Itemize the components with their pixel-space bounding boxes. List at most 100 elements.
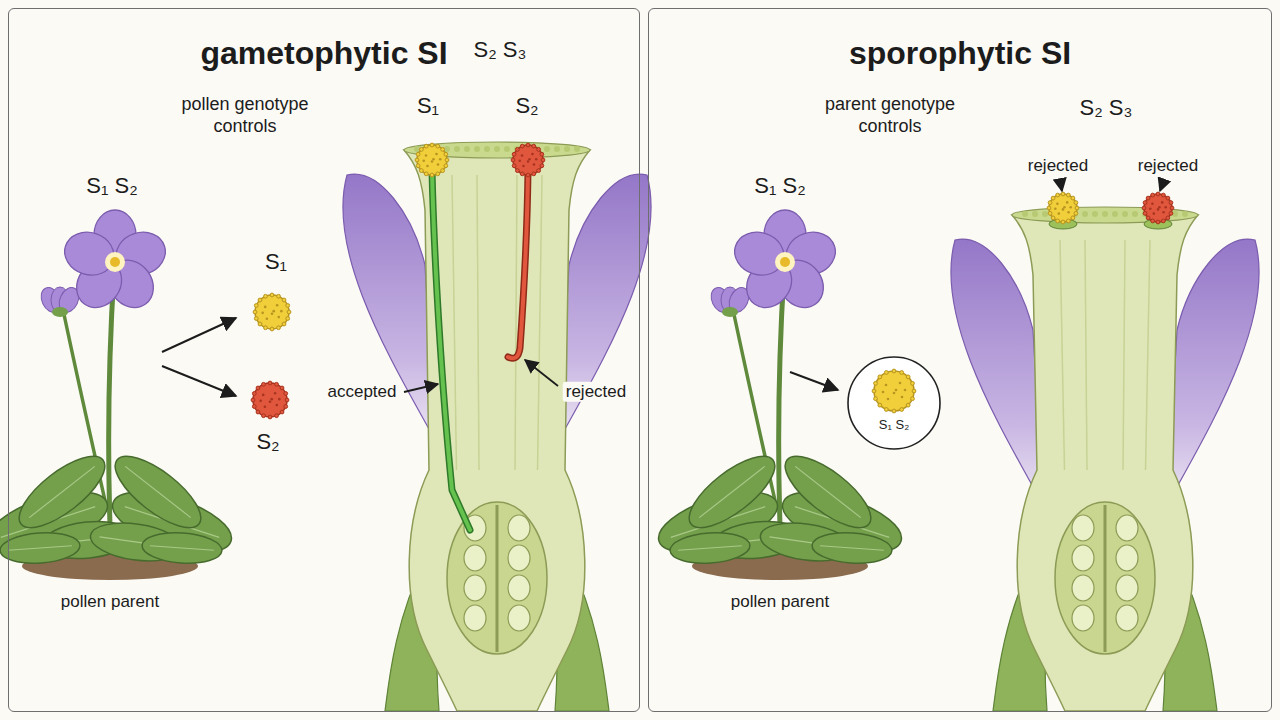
style-tissue-line [1146,240,1151,470]
leaf-vein [150,546,214,550]
pollen-spike [253,310,257,314]
arrow [790,372,838,390]
pollen-dot [1066,201,1069,204]
pollen-dot [432,158,435,161]
pollen-dot [895,389,898,392]
pollen-spike [256,386,260,390]
pollen-spike [1075,206,1079,210]
stigma-papilla [1122,211,1128,217]
pollen-spike [1156,192,1160,196]
circle-outline [846,355,942,451]
pollen-spike [282,298,286,302]
petal [1167,239,1259,505]
stigma-papilla [574,146,580,152]
leaf-vein [699,466,765,517]
pollen-spike [1047,206,1051,210]
pollen-spike [1156,220,1160,224]
outcome-label: rejected [1138,156,1198,176]
pollen-dot [1161,201,1164,204]
pollen-dot [262,394,265,397]
pollen-spike [1146,216,1150,220]
arrow [162,318,236,352]
circle-border [848,357,940,449]
pollen-dot [1058,212,1061,215]
mechanism-note: parent genotype controls [815,94,965,137]
pollen-grain [511,143,545,177]
pollen-dot [272,310,275,313]
pollen-spike [1048,211,1052,215]
style-tissue-line [1060,240,1065,470]
pollen-dot [904,389,907,392]
stigma-surface [1012,207,1198,223]
pollen-dot [1054,207,1057,210]
pollen-body [255,295,289,329]
pollen-dot [1149,207,1152,210]
pollen-grain [415,143,449,177]
bud-sepal [722,307,738,317]
pollen-spike [1051,196,1055,200]
stem [779,272,784,525]
pollen-spike [912,389,916,393]
pollen-dot [1063,206,1066,209]
stigma-papilla [1042,211,1048,217]
pollen-spike [911,397,915,401]
pollen-spike [1048,201,1052,205]
pollen-spike [436,172,440,176]
stigma-papilla [1112,211,1118,217]
pollen-spike [416,164,420,168]
pollen-spike [1061,220,1065,224]
pollen-spike [280,410,284,414]
pollen-spike [416,152,420,156]
pollen-spike [419,169,423,173]
pollen-spike [282,322,286,326]
pollen-spike [444,164,448,168]
pollen-spike [286,304,290,308]
pollen-grain [1142,192,1174,224]
ovule [1116,545,1138,571]
ovule [1116,575,1138,601]
pollen-spike [258,322,262,326]
pollen-spike [520,144,524,148]
pollen-spike [277,294,281,298]
pollen-spike [252,392,256,396]
pollen-spike [884,408,888,412]
genotype-label: S₂ S₃ [1080,95,1133,121]
leaf [0,530,81,566]
pollen-dot [280,310,283,313]
pollen-dot [431,160,434,163]
pollen-spike [275,382,279,386]
stigma-papilla [564,146,570,152]
pollen-dot [437,163,440,166]
pollen-spike [1061,192,1065,196]
pollen-spike [1161,193,1165,197]
stigma-collar [1144,219,1172,229]
pollen-circle: S₁ S₂ [846,355,942,451]
pollen-spike [1071,196,1075,200]
pollen-spike [285,398,289,402]
leaf-vein [8,546,72,550]
pollen-spike [284,405,288,409]
pollen-spike [872,389,876,393]
pollen-dot [1151,203,1154,206]
pollen-spike [1071,216,1075,220]
outcome-label: accepted [325,382,400,402]
petal [951,239,1043,505]
pollen-spike [1056,219,1060,223]
stigma-papilla [1102,211,1108,217]
pollen-spike [1166,216,1170,220]
stigma-papilla [464,146,470,152]
pistil-section [343,142,651,711]
pollen-grain [872,369,916,413]
pollen-spike [1142,206,1146,210]
pollen-spike [1169,201,1173,205]
pollen-spike [445,158,449,162]
leader-arrow [525,360,558,386]
pollen-spike [254,304,258,308]
stem [109,272,114,525]
pollen-dot [893,392,896,395]
pollen-spike [258,298,262,302]
ovule [508,545,530,571]
pollen-spike [441,147,445,151]
pollen-spike [268,381,272,385]
pollen-spike [532,144,536,148]
